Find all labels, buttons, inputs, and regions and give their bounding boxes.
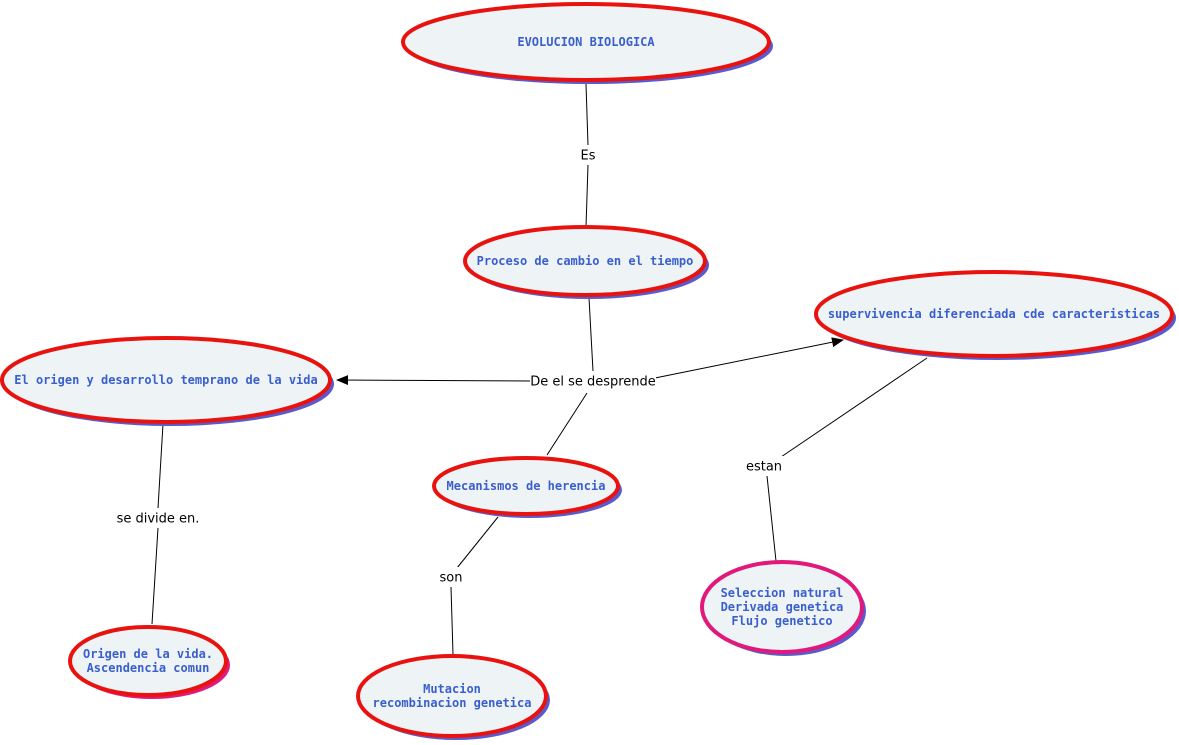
- connections-layer: [151, 83, 928, 655]
- link-es: [585, 83, 589, 228]
- link-line-desprende-2: [654, 337, 844, 379]
- node-label-line: recombinacion genetica: [373, 696, 532, 710]
- node-label-line: El origen y desarrollo temprano de la vi…: [14, 373, 317, 387]
- link-line-estan-0: [780, 357, 928, 458]
- node-label-line: Proceso de cambio en el tiempo: [477, 254, 694, 268]
- link-line-desprende-3: [546, 392, 588, 456]
- node-ellipse: [0, 336, 332, 424]
- link-label-text: De el se desprende: [530, 375, 656, 390]
- link-line-estan-1: [766, 475, 777, 562]
- node-label-line: supervivencia diferenciada cde caracteri…: [828, 307, 1160, 321]
- node-origen-vida[interactable]: Origen de la vida.Ascendencia comun: [68, 625, 230, 699]
- link-desprende: [336, 297, 844, 456]
- link-line-desprende-1: [336, 375, 533, 386]
- link-label-text: Es: [581, 149, 596, 164]
- node-ellipse: [432, 456, 620, 516]
- node-ellipse: [356, 654, 548, 738]
- node-supervivencia[interactable]: supervivencia diferenciada cde caracteri…: [814, 270, 1176, 360]
- link-estan: [766, 357, 928, 562]
- link-label-es[interactable]: Es: [577, 145, 599, 165]
- link-label-bg: [530, 371, 656, 391]
- node-ellipse: [463, 225, 707, 297]
- node-label-line: Ascendencia comun: [87, 661, 210, 675]
- link-son: [450, 516, 499, 655]
- link-line-son-1: [450, 586, 454, 655]
- node-ellipse: [814, 270, 1174, 358]
- node-label-line: Mutacion: [423, 682, 481, 696]
- node-label-line: Seleccion natural: [721, 586, 844, 600]
- link-label-text: se divide en.: [117, 512, 200, 527]
- link-label-bg: [744, 456, 784, 476]
- node-label-line: Origen de la vida.: [83, 647, 213, 661]
- node-label-line: EVOLUCION BIOLOGICA: [517, 35, 655, 49]
- link-label-divide[interactable]: se divide en.: [115, 508, 201, 528]
- link-line-son-0: [456, 516, 499, 569]
- link-divide: [151, 423, 164, 625]
- node-label-line: Flujo genetico: [731, 614, 832, 628]
- node-proceso[interactable]: Proceso de cambio en el tiempo: [463, 225, 709, 299]
- node-ellipse: [68, 625, 228, 697]
- node-label-line: Mecanismos de herencia: [447, 479, 606, 493]
- node-label-line: Derivada genetica: [721, 600, 844, 614]
- node-evolucion[interactable]: EVOLUCION BIOLOGICA: [401, 2, 773, 84]
- link-label-text: son: [440, 571, 463, 586]
- node-origen-desarrollo[interactable]: El origen y desarrollo temprano de la vi…: [0, 336, 334, 426]
- link-line-divide-1: [151, 527, 159, 625]
- node-mecanismos[interactable]: Mecanismos de herencia: [432, 456, 622, 518]
- node-ellipse: [700, 560, 864, 654]
- link-line-desprende-0: [588, 297, 594, 372]
- node-ellipse: [401, 2, 771, 82]
- link-line-divide-0: [157, 423, 164, 509]
- link-label-bg: [437, 567, 465, 587]
- link-label-bg: [577, 145, 599, 165]
- link-label-estan[interactable]: estan: [744, 456, 784, 476]
- link-line-es-0: [585, 83, 589, 146]
- link-labels-layer: Es De el se desprende se divide en. son esta…: [115, 145, 784, 587]
- link-label-bg: [115, 508, 201, 528]
- link-label-son[interactable]: son: [437, 567, 465, 587]
- link-label-text: estan: [746, 460, 782, 475]
- link-line-es-1: [585, 164, 589, 228]
- link-label-desprende[interactable]: De el se desprende: [530, 371, 656, 391]
